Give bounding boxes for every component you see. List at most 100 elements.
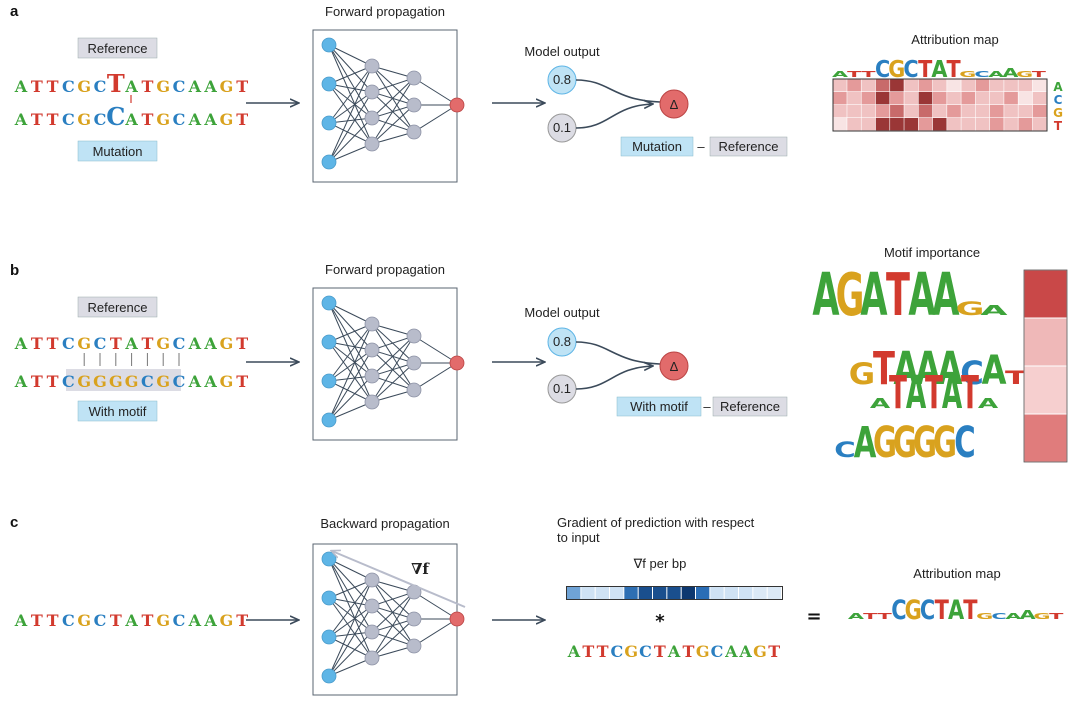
gradient-seq-letter: A [667,642,681,661]
panel-c-letter: c [10,514,18,531]
network-edge [328,657,373,677]
network-edge [328,605,373,638]
input-letter: C [94,611,107,630]
motif-letter: A [203,372,217,391]
network-edge [328,349,373,382]
mutation-letter: A [188,110,202,129]
logo-letter: A [1005,611,1022,621]
input-letter: A [14,611,28,630]
input-node [321,668,337,684]
motif-letter: A [870,396,891,411]
heatmap-cell [918,79,933,92]
motif-letter: A [860,262,888,330]
motif-letter: C [954,417,975,467]
output-title: Model output [524,44,600,59]
motif-importance-title: Motif importance [884,245,980,260]
heatmap-cell [1032,105,1047,118]
logo-letter: G [1016,69,1033,79]
network-edge [328,375,373,421]
motif-letter: A [14,372,28,391]
motif-highlight [66,369,181,391]
input-letter: T [236,611,248,630]
reference-letter: G [77,77,91,96]
logo-letter: A [1002,66,1019,80]
reference-letter: T [141,334,153,353]
reference-letter: A [203,334,217,353]
network-edge [328,302,373,325]
logo-letter: C [891,595,906,626]
gradient-cell [710,587,724,599]
hidden-node [406,328,422,344]
input-node [321,76,337,92]
network-edge [371,77,415,145]
heatmap-cell [947,105,961,118]
hidden-node [364,394,380,410]
network-edge [371,591,415,633]
network-edge [328,558,373,633]
hidden-node [364,316,380,332]
network-edge [413,104,458,133]
delta-symbol: Δ [670,359,679,374]
diff-minus: – [697,139,705,154]
logo-letter: G [959,69,976,79]
heatmap-cell [904,79,918,92]
logo-letter: C [974,69,989,79]
motif-letter: C [141,372,154,391]
motif-letter: A [980,303,1008,319]
input-letter: C [173,611,186,630]
gradient-seq-letter: C [639,642,652,661]
network-edge [328,65,373,85]
network-edge [371,618,415,659]
mutation-label: Mutation [93,144,143,159]
logo-letter: T [918,57,932,83]
heatmap-cell [875,79,890,92]
input-letter: G [156,611,170,630]
reference-letter: G [156,77,170,96]
input-letter: T [110,611,122,630]
motif-letter: G [956,298,985,320]
network-edge [371,362,415,403]
heatmap-cell [961,92,976,105]
heatmap-cell [1018,118,1033,131]
heatmap-cell [861,92,876,105]
reference-letter: C [62,334,75,353]
output-title: Model output [524,305,600,320]
motif-letter: G [913,417,937,467]
reference-letter: T [236,77,248,96]
motif-letter: T [925,366,943,419]
network-edge [328,302,373,351]
motif-letter: G [933,417,957,467]
network-edge [328,380,373,403]
heatmap-cell [932,105,947,118]
gradient-seq-letter: T [597,642,609,661]
motif-letter: A [932,262,960,330]
logo-letter: A [832,69,849,79]
gradient-arrow [332,551,466,608]
motif-letter: A [854,417,877,467]
motif-letter: A [982,347,1007,394]
reference-letter: A [124,334,138,353]
heatmap-cell [932,79,947,92]
heatmap-cell [1032,79,1047,92]
network-edge [328,341,373,377]
network-edge [328,323,373,382]
panel-b-letter: b [10,262,19,279]
output-value-high: 0.8 [553,72,571,87]
reference-letter: A [203,77,217,96]
heatmap-row-label: T [1054,119,1063,133]
network-edge [328,558,373,581]
motif-letter: T [236,372,248,391]
network-edge [371,77,415,119]
output-value-low: 0.1 [553,120,571,135]
hidden-node [364,342,380,358]
heatmap-frame [832,78,1048,132]
gradient-cell [767,587,781,599]
heatmap-cell [975,105,990,118]
heatmap-cell [989,92,1004,105]
diff-left-label: Mutation [632,139,682,154]
gradient-cell [753,587,767,599]
network-edge [371,335,415,377]
